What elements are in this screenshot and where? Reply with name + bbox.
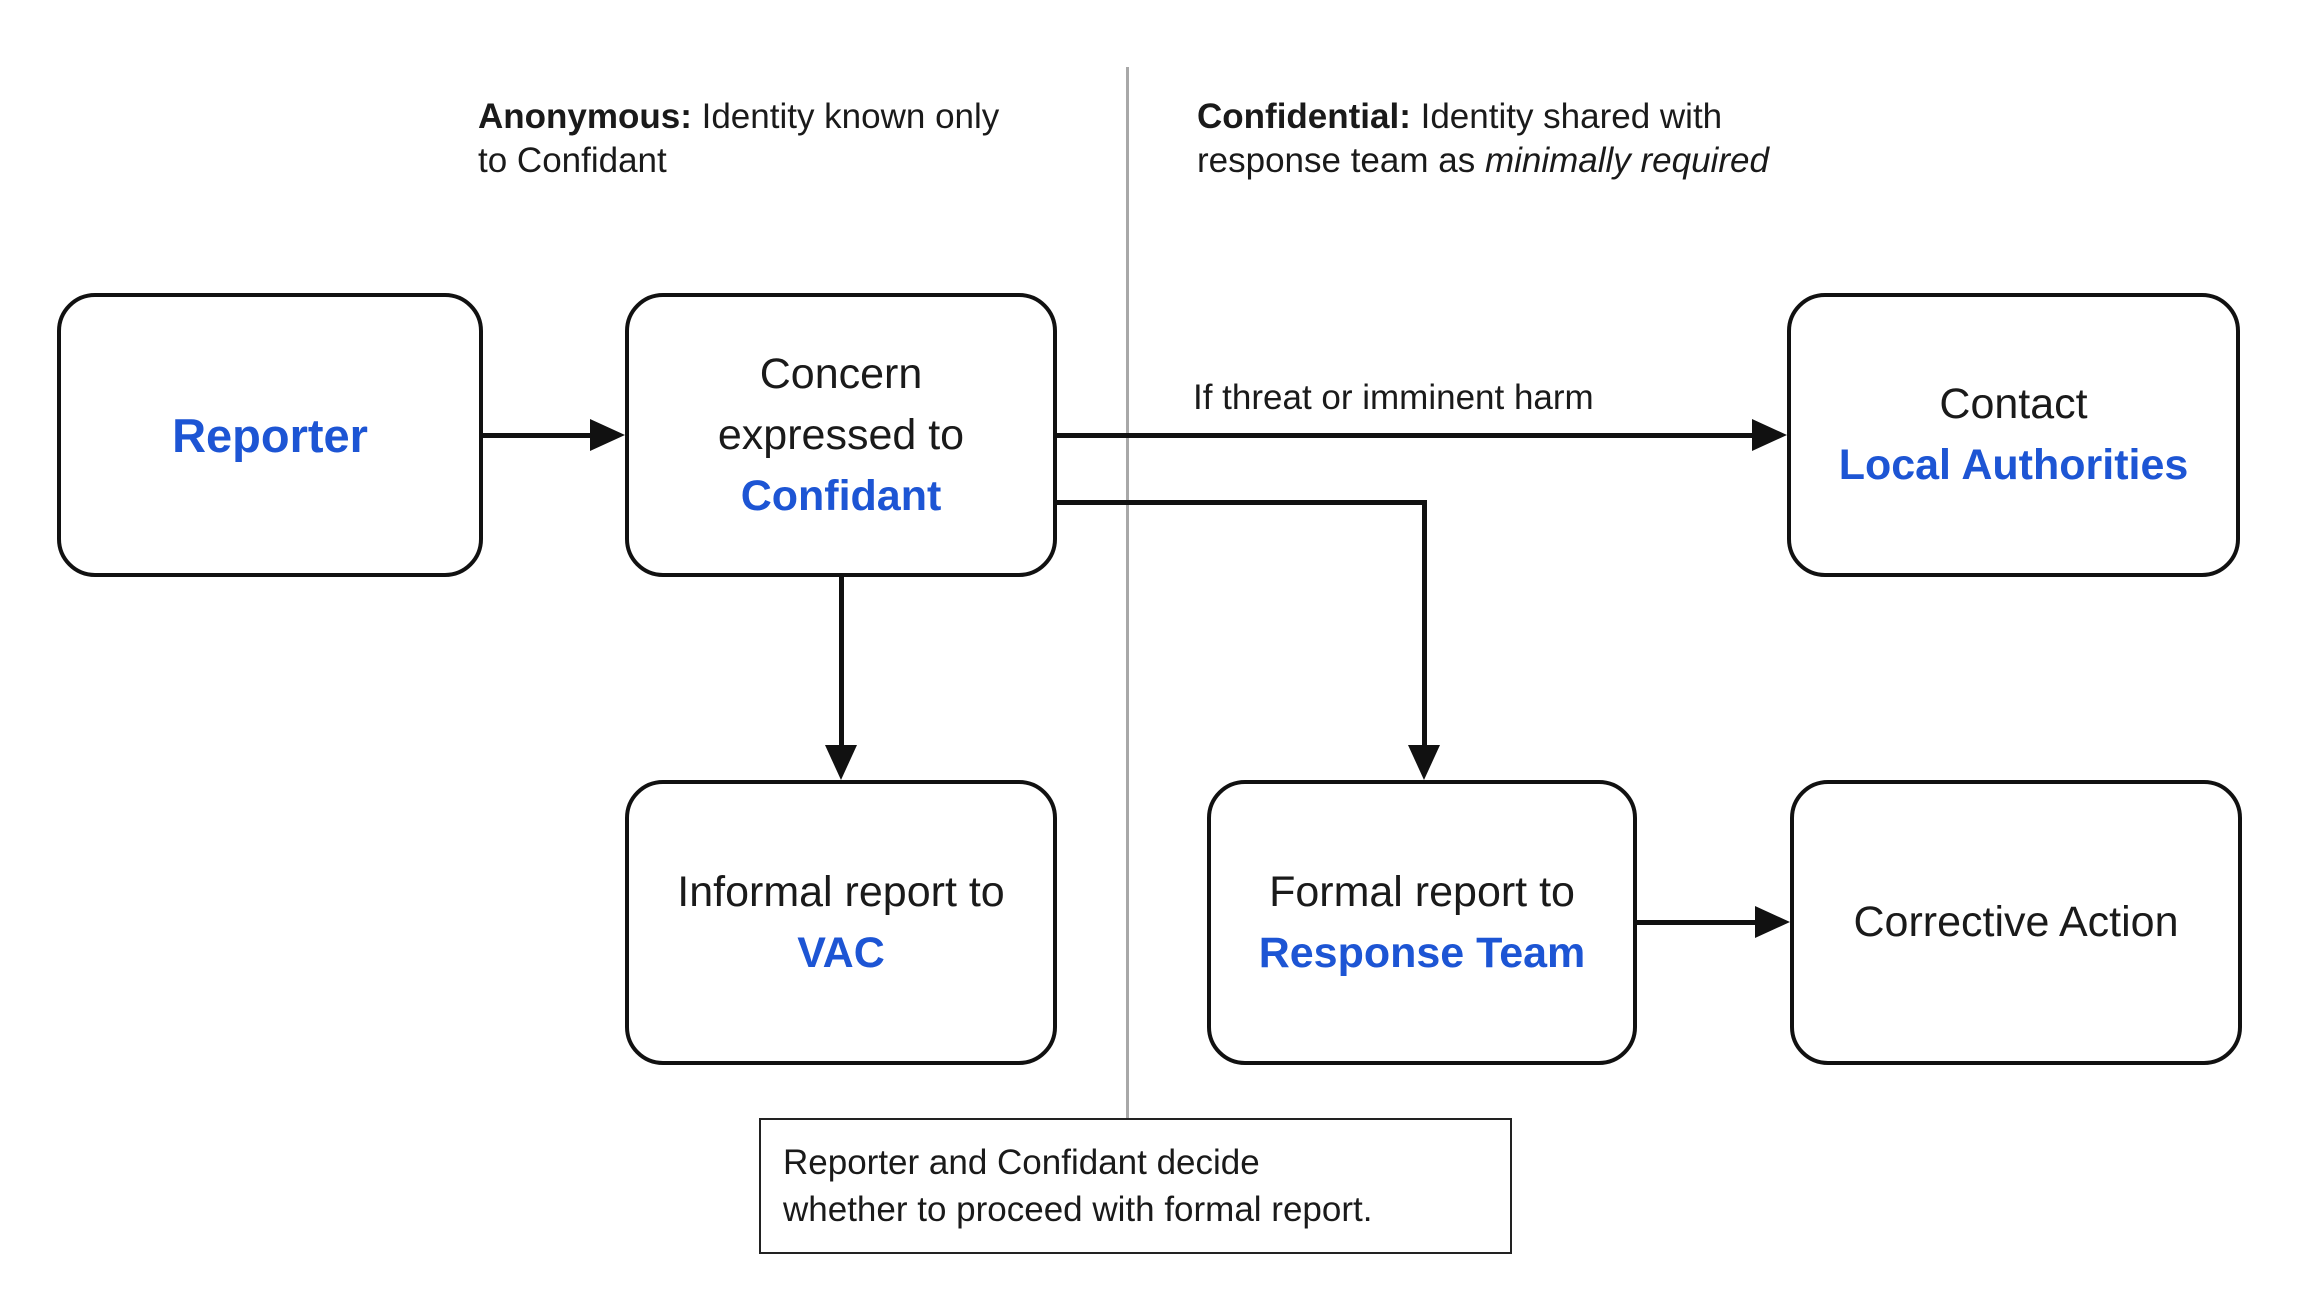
arrow-concern-to-authorities-line xyxy=(1057,433,1754,438)
node-corrective-line1: Corrective Action xyxy=(1853,898,2179,946)
node-concern-highlight: Confidant xyxy=(740,471,942,520)
legend-confidential: Confidential: Identity shared with respo… xyxy=(1197,95,1769,183)
node-formal-highlight: Response Team xyxy=(1258,928,1586,977)
node-concern-line2: expressed to xyxy=(717,410,965,459)
arrowhead-down-icon xyxy=(825,745,857,780)
legend-confidential-rest: Identity shared with xyxy=(1410,97,1723,136)
node-formal-line1: Formal report to xyxy=(1269,867,1575,916)
node-concern-line1: Concern xyxy=(759,349,923,398)
legend-anonymous-rest: Identity known only xyxy=(691,97,1000,136)
arrow-reporter-to-concern-line xyxy=(483,433,592,438)
note-decision: Reporter and Confidant decide whether to… xyxy=(759,1118,1512,1254)
node-informal-line1: Informal report to xyxy=(677,867,1005,916)
node-concern: Concern expressed to Confidant xyxy=(625,293,1057,577)
arrowhead-down-icon xyxy=(1408,745,1440,780)
node-reporter-title: Reporter xyxy=(172,408,368,462)
arrowhead-right-icon xyxy=(1755,906,1790,938)
legend-anonymous: Anonymous: Identity known only to Confid… xyxy=(478,95,999,183)
node-corrective-action: Corrective Action xyxy=(1790,780,2242,1065)
node-contact-authorities: Contact Local Authorities xyxy=(1787,293,2240,577)
legend-confidential-line2-italic: minimally required xyxy=(1484,141,1769,180)
edge-label-threat: If threat or imminent harm xyxy=(1193,378,1594,417)
node-formal-report: Formal report to Response Team xyxy=(1207,780,1637,1065)
arrow-concern-to-formal-vline xyxy=(1422,500,1427,747)
legend-anonymous-term: Anonymous: xyxy=(478,97,692,136)
note-decision-line2: whether to proceed with formal report. xyxy=(783,1190,1373,1229)
arrowhead-right-icon xyxy=(1752,419,1787,451)
legend-confidential-term: Confidential: xyxy=(1197,97,1411,136)
legend-confidential-line2-regular: response team as xyxy=(1197,141,1485,180)
arrow-concern-to-informal-line xyxy=(839,577,844,747)
zone-divider-line xyxy=(1126,67,1129,1118)
node-contact-line1: Contact xyxy=(1939,380,2088,428)
note-decision-line1: Reporter and Confidant decide xyxy=(783,1143,1260,1182)
arrow-formal-to-corrective-line xyxy=(1637,920,1757,925)
legend-anonymous-line2: to Confidant xyxy=(478,141,667,180)
legend-confidential-line2: response team as minimally required xyxy=(1197,139,1769,183)
node-informal-highlight: VAC xyxy=(797,928,885,977)
legend-anonymous-line1: Anonymous: Identity known only xyxy=(478,95,999,139)
legend-confidential-line1: Confidential: Identity shared with xyxy=(1197,95,1769,139)
arrowhead-right-icon xyxy=(590,419,625,451)
node-informal-report: Informal report to VAC xyxy=(625,780,1057,1065)
node-contact-highlight: Local Authorities xyxy=(1838,441,2189,489)
arrow-concern-to-formal-hline xyxy=(1057,500,1427,505)
node-reporter: Reporter xyxy=(57,293,483,577)
